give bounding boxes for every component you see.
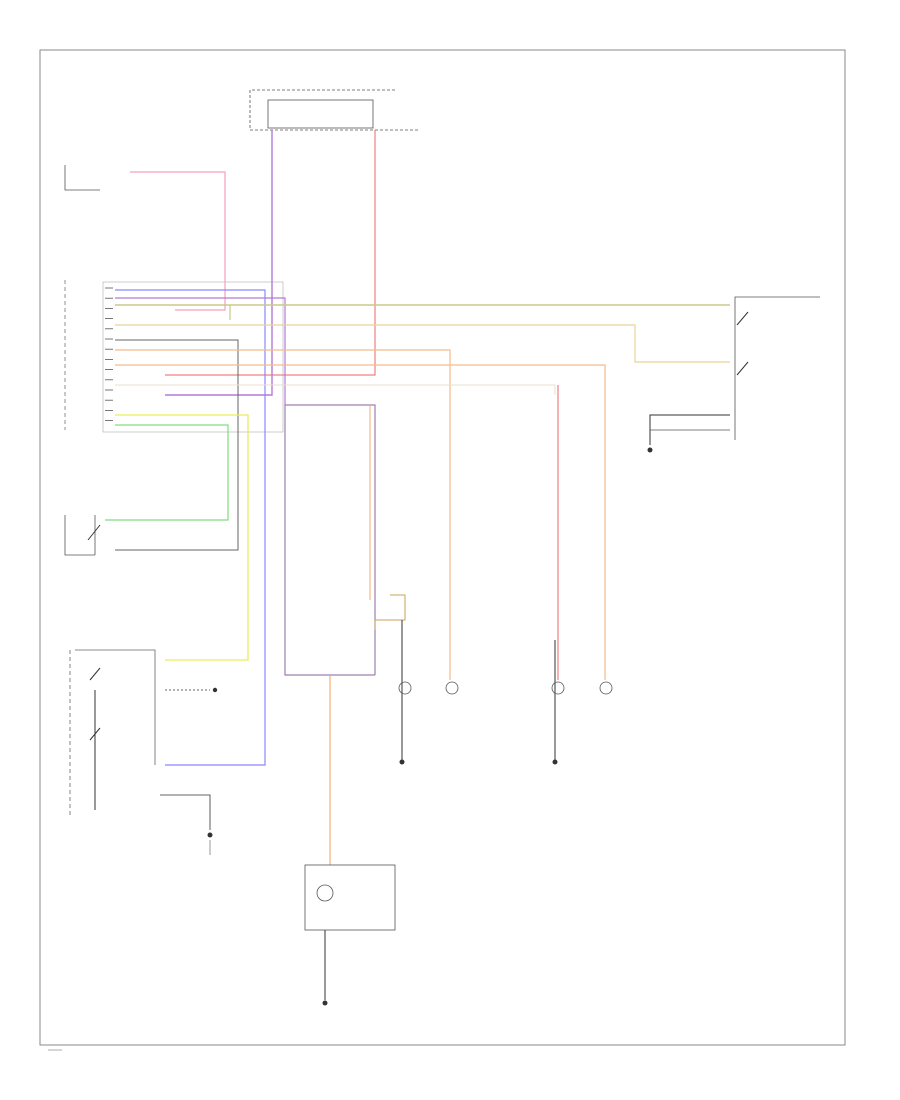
wire-pink-top (130, 171, 226, 311)
wire-orange-right-lamp (115, 364, 606, 680)
wire-olive-right (115, 304, 730, 320)
wire-red-fuse (165, 130, 376, 376)
wire-yellow-switch (115, 414, 249, 661)
fuse-box-top (249, 89, 420, 131)
wire-orange-left-lamp (115, 349, 451, 680)
wire-purple-main (115, 297, 376, 676)
module-bracket-upper (64, 165, 100, 191)
wire-gray-left (115, 339, 239, 551)
diagram-border (39, 49, 846, 1046)
module-connector-left (64, 280, 284, 433)
control-module-box (284, 404, 376, 676)
left-headlamp (374, 594, 459, 765)
connector-rows (105, 287, 113, 422)
leveling-motor (304, 864, 396, 1006)
wire-tan-right (115, 324, 730, 363)
right-headlamp (551, 640, 613, 765)
light-sensor (64, 515, 101, 556)
combination-switch (647, 296, 820, 453)
headlamp-switch (69, 649, 218, 838)
wire-light-tan (115, 384, 556, 395)
wire-green-sensor (105, 424, 229, 521)
wire-blue-switch (115, 289, 266, 766)
wire-purple-fuse (165, 130, 273, 396)
